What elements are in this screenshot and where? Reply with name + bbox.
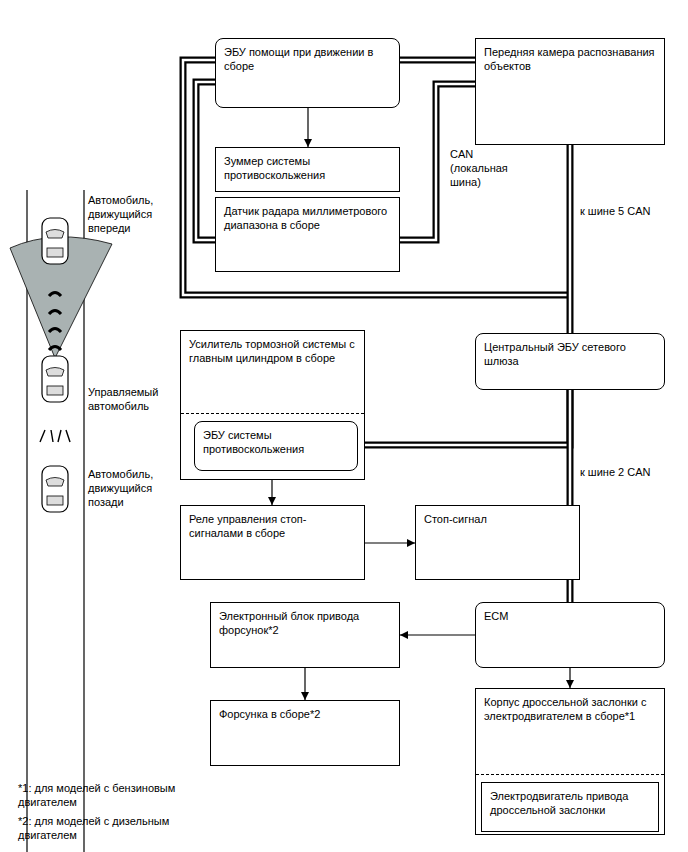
component-name: ЭБУ помощи при движении в сборе [216, 39, 399, 74]
annotation: к шине 2 CAN [580, 466, 675, 480]
component-box: Электронный блок привода форсунок*2 [210, 602, 400, 668]
component-name: Передняя камера распознавания объектов [476, 39, 664, 74]
component-name: Датчик радара миллиметрового диапазона в… [216, 198, 399, 233]
divider-line [181, 413, 364, 414]
can-bus-line [570, 145, 571, 333]
component-name: Корпус дроссельной заслонки с электродви… [476, 689, 664, 724]
component-box: ECM [475, 602, 665, 668]
annotation: к шине 5 CAN [580, 205, 675, 219]
can-bus-line [196, 82, 215, 240]
component-name: Форсунка в сборе*2 [211, 701, 399, 722]
signal-arrow [305, 668, 306, 700]
signal-arrow [570, 668, 571, 688]
component-name: Стоп-сигнал [416, 506, 579, 527]
component-box: ЭБУ системы противоскольжения [194, 421, 358, 471]
component-box: Датчик радара миллиметрового диапазона в… [215, 197, 400, 272]
component-box: Электродвигатель привода дроссельной зас… [481, 782, 659, 832]
can-bus-line [358, 390, 570, 445]
car-symbol [42, 466, 68, 512]
component-name: Центральный ЭБУ сетевого шлюза [476, 334, 664, 369]
component-box: Реле управления стоп-сигналами в сборе [180, 505, 365, 580]
can-bus-line [400, 60, 475, 61]
radar-wave [49, 329, 61, 333]
car-symbol [42, 218, 68, 264]
component-name: ЭБУ системы противоскольжения [195, 422, 357, 457]
annotation: Автомобиль, движущийся позади [88, 468, 180, 509]
annotation: Управляемый автомобиль [88, 386, 180, 414]
radar-wave [49, 293, 61, 297]
component-box: Форсунка в сборе*2 [210, 700, 400, 766]
annotation: Автомобиль, движущийся впереди [88, 194, 178, 235]
component-box: Передняя камера распознавания объектов [475, 38, 665, 145]
radar-wave [49, 347, 61, 351]
component-box: Корпус дроссельной заслонки с электродви… [475, 688, 665, 835]
radar-cone [10, 237, 112, 358]
signal-arrow [400, 635, 475, 636]
component-name: ECM [476, 603, 664, 624]
component-box: Стоп-сигнал [415, 505, 580, 580]
divider-line [476, 774, 664, 775]
annotation: *1: для моделей с бензиновым двигателем [18, 782, 188, 810]
component-name: Зуммер системы противоскольжения [216, 148, 399, 183]
motion-marks [40, 430, 70, 442]
component-name: Реле управления стоп-сигналами в сборе [181, 506, 364, 541]
signal-arrow [308, 108, 309, 147]
radar-wave [49, 311, 61, 315]
component-box: Зуммер системы противоскольжения [215, 147, 400, 192]
component-box: Центральный ЭБУ сетевого шлюза [475, 333, 665, 390]
signal-arrow [365, 543, 415, 544]
component-name: Электронный блок привода форсунок*2 [211, 603, 399, 638]
component-box: Усилитель тормозной системы с главным ци… [180, 330, 365, 480]
car-symbol [42, 356, 68, 402]
annotation: CAN (локальная шина) [450, 148, 526, 189]
component-name: Электродвигатель привода дроссельной зас… [482, 783, 658, 818]
annotation: *2: для моделей с дизельным двигателем [18, 815, 188, 843]
component-box: ЭБУ помощи при движении в сборе [215, 38, 400, 108]
component-name: Усилитель тормозной системы с главным ци… [181, 331, 364, 366]
